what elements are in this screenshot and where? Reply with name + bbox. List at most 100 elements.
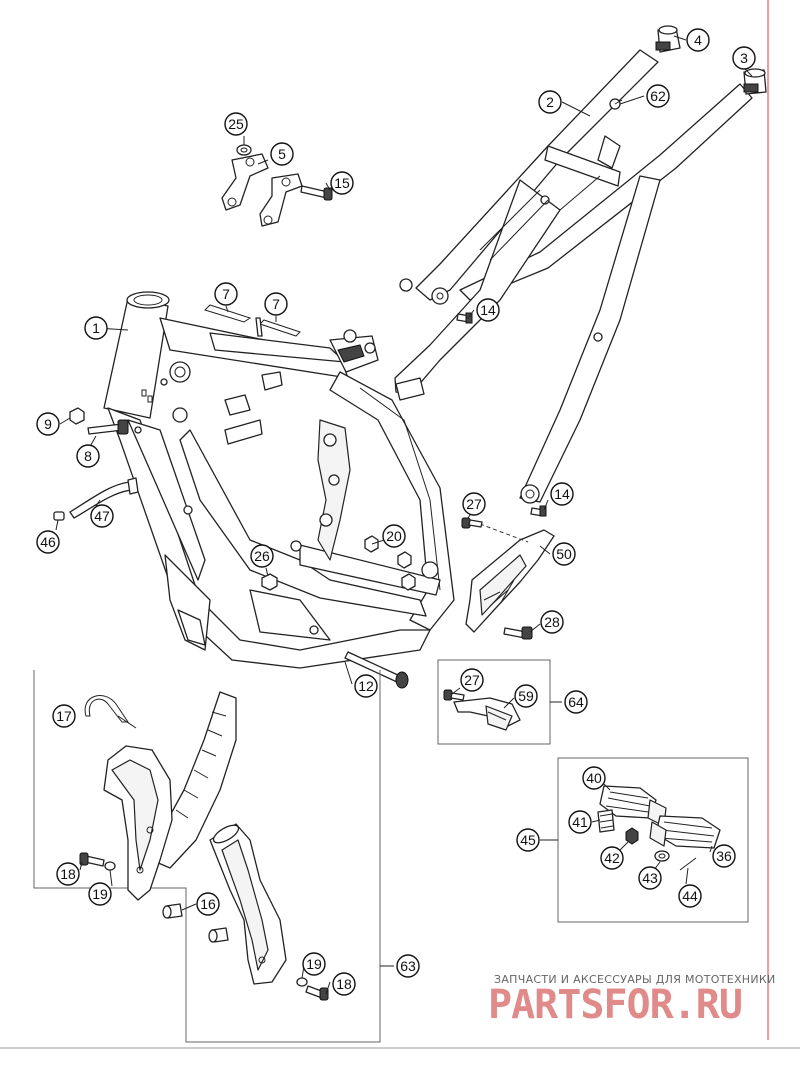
screw-part-15[interactable] — [300, 185, 333, 201]
callout-27a[interactable]: 27 — [462, 492, 486, 516]
callout-17[interactable]: 17 — [52, 704, 76, 728]
bolt-part-62[interactable] — [609, 98, 623, 110]
svg-text:17: 17 — [56, 708, 72, 724]
callout-19a[interactable]: 19 — [88, 882, 112, 906]
svg-text:3: 3 — [740, 50, 748, 66]
callout-8[interactable]: 8 — [76, 444, 100, 468]
fitting-part-46[interactable] — [53, 511, 65, 521]
svg-text:43: 43 — [642, 870, 658, 886]
frame-protector-part-left[interactable] — [103, 691, 237, 901]
svg-text:42: 42 — [604, 850, 620, 866]
washer-part-19a[interactable] — [104, 861, 116, 871]
plate-part-7[interactable] — [204, 304, 301, 337]
nut-part-26[interactable] — [261, 573, 278, 591]
callout-18a[interactable]: 18 — [56, 862, 80, 886]
hose-part-47[interactable] — [69, 477, 139, 519]
footpeg-part-40[interactable] — [599, 785, 667, 827]
watermark-tagline: ЗАПЧАСТИ И АКСЕССУАРЫ ДЛЯ МОТОТЕХНИКИ — [494, 973, 776, 986]
svg-text:9: 9 — [44, 416, 52, 432]
svg-text:7: 7 — [272, 296, 280, 312]
bolt-part-18a[interactable] — [79, 852, 105, 867]
callout-16[interactable]: 16 — [196, 892, 220, 916]
callout-27b[interactable]: 27 — [460, 668, 484, 692]
end-plug-part-4[interactable] — [655, 25, 681, 53]
callout-15[interactable]: 15 — [330, 171, 354, 195]
washer-part-19b[interactable] — [296, 977, 308, 987]
callout-59[interactable]: 59 — [514, 684, 538, 708]
footpeg-part-36[interactable] — [649, 815, 721, 849]
callout-5[interactable]: 5 — [270, 142, 294, 166]
callout-2[interactable]: 2 — [538, 90, 562, 114]
bracket-part-5[interactable] — [221, 153, 303, 227]
callout-36[interactable]: 36 — [712, 844, 736, 868]
svg-text:44: 44 — [682, 888, 698, 904]
callout-42[interactable]: 42 — [600, 846, 624, 870]
svg-text:4: 4 — [694, 32, 702, 48]
nut-part-9[interactable] — [69, 407, 85, 425]
washer-part-43[interactable] — [654, 850, 670, 862]
chain-guide-part-50[interactable] — [465, 523, 555, 633]
callout-47[interactable]: 47 — [90, 504, 114, 528]
callout-62[interactable]: 62 — [646, 84, 670, 108]
spring-part-41[interactable] — [597, 809, 615, 833]
bolt-part-27b[interactable] — [443, 689, 465, 701]
callout-26[interactable]: 26 — [250, 544, 274, 568]
rear-subframe-part[interactable] — [394, 49, 753, 504]
callout-41[interactable]: 41 — [568, 810, 592, 834]
callout-45[interactable]: 45 — [516, 828, 540, 852]
callout-50[interactable]: 50 — [552, 542, 576, 566]
svg-text:25: 25 — [228, 116, 244, 132]
callout-3[interactable]: 3 — [732, 46, 756, 70]
spacer-part-16a[interactable] — [162, 903, 183, 919]
callout-25[interactable]: 25 — [224, 112, 248, 136]
callout-1[interactable]: 1 — [84, 316, 108, 340]
callout-7a[interactable]: 7 — [214, 282, 238, 306]
strap-part-17[interactable] — [84, 695, 137, 729]
svg-text:18: 18 — [336, 976, 352, 992]
chain-slider-part-59[interactable] — [453, 697, 521, 731]
frame-protector-part-right[interactable] — [209, 822, 287, 985]
bolt-part-28[interactable] — [503, 626, 533, 640]
callout-9[interactable]: 9 — [36, 412, 60, 436]
callout-19b[interactable]: 19 — [302, 952, 326, 976]
callout-28[interactable]: 28 — [540, 610, 564, 634]
callout-7b[interactable]: 7 — [264, 292, 288, 316]
svg-text:12: 12 — [358, 678, 374, 694]
bolt-part-14a[interactable] — [456, 312, 473, 324]
svg-text:45: 45 — [520, 832, 536, 848]
callout-14b[interactable]: 14 — [550, 482, 574, 506]
callout-63[interactable]: 63 — [396, 954, 420, 978]
callout-44[interactable]: 44 — [678, 884, 702, 908]
svg-text:1: 1 — [92, 320, 100, 336]
main-frame-part[interactable] — [103, 291, 455, 669]
callout-40[interactable]: 40 — [582, 766, 606, 790]
svg-text:50: 50 — [556, 546, 572, 562]
bolt-part-27a[interactable] — [461, 517, 483, 529]
svg-text:40: 40 — [586, 770, 602, 786]
svg-text:14: 14 — [480, 302, 496, 318]
callout-4[interactable]: 4 — [686, 28, 710, 52]
svg-text:19: 19 — [92, 886, 108, 902]
callout-14a[interactable]: 14 — [476, 298, 500, 322]
end-plug-part-3[interactable] — [743, 68, 767, 95]
bolt-part-8[interactable] — [87, 419, 129, 435]
svg-text:28: 28 — [544, 614, 560, 630]
svg-text:36: 36 — [716, 848, 732, 864]
callout-46[interactable]: 46 — [36, 530, 60, 554]
svg-text:8: 8 — [84, 448, 92, 464]
axle-part-12[interactable] — [344, 651, 409, 689]
nut-part-20[interactable] — [364, 535, 416, 591]
svg-text:63: 63 — [400, 958, 416, 974]
pin-part-44[interactable] — [679, 857, 697, 871]
svg-text:16: 16 — [200, 896, 216, 912]
bolt-part-18b[interactable] — [305, 985, 329, 1001]
callout-43[interactable]: 43 — [638, 866, 662, 890]
spacer-part-16b[interactable] — [208, 927, 229, 943]
callout-12[interactable]: 12 — [354, 674, 378, 698]
washer-part-25[interactable] — [236, 144, 252, 156]
nut-part-42[interactable] — [625, 827, 639, 845]
callout-64[interactable]: 64 — [564, 690, 588, 714]
callout-20[interactable]: 20 — [382, 524, 406, 548]
callout-18b[interactable]: 18 — [332, 972, 356, 996]
bolt-part-14b[interactable] — [530, 505, 547, 517]
